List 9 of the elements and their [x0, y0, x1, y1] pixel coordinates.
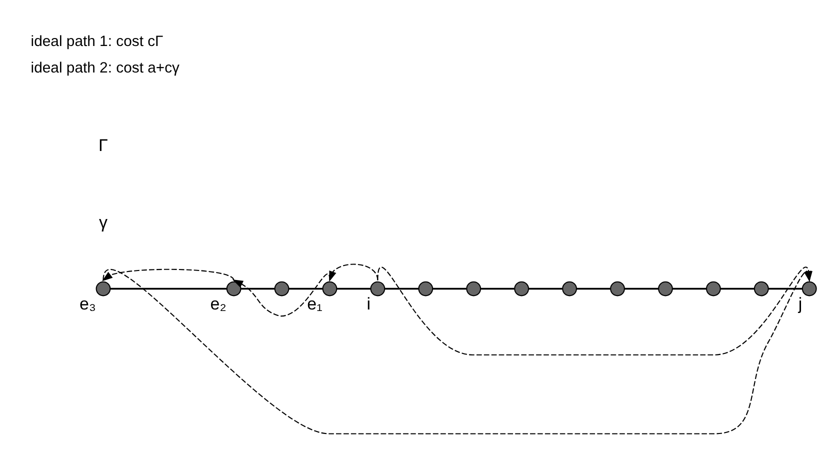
legend-label: ideal path 1: cost cΓ: [30, 32, 163, 50]
label: Γ: [98, 136, 108, 155]
node-label: i: [366, 294, 370, 313]
node-label: e₃: [79, 294, 96, 313]
node-label: e₂: [210, 294, 226, 313]
label: γ: [98, 212, 108, 232]
node-label: j: [798, 294, 802, 313]
node-label: e₁: [306, 294, 322, 313]
legend-label: ideal path 2: cost a+cγ: [30, 59, 180, 76]
